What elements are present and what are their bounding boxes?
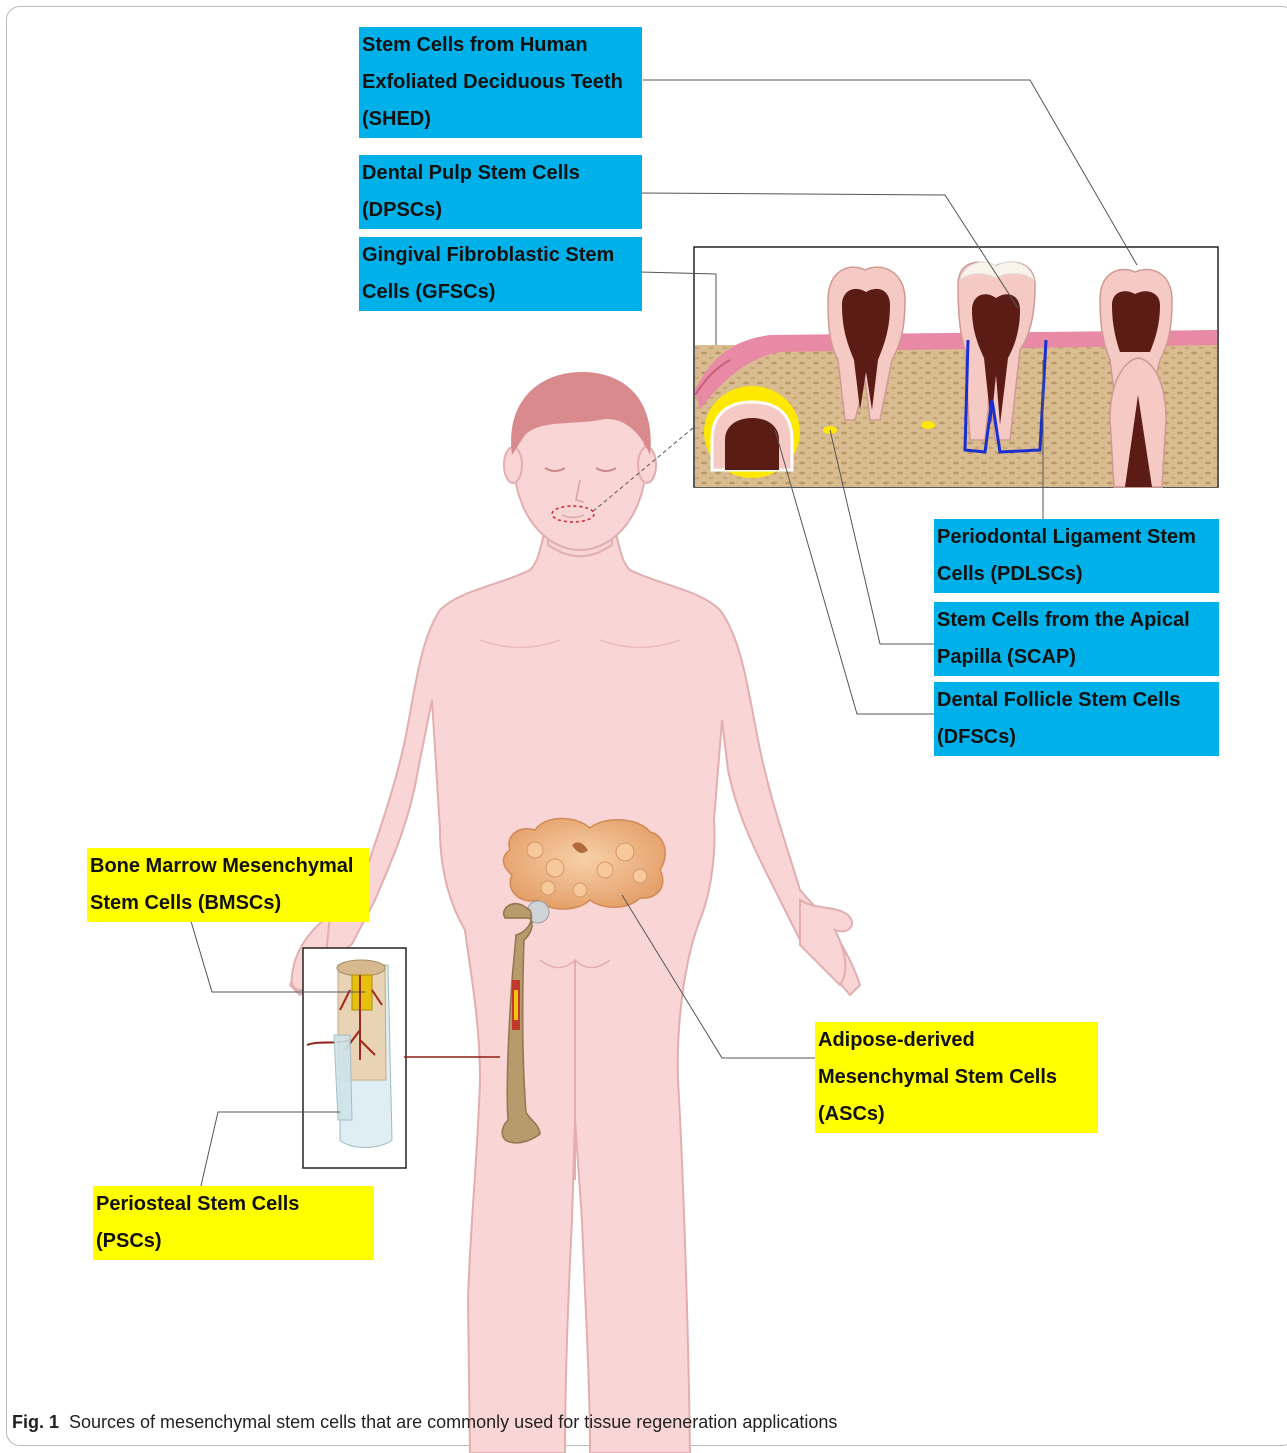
human-body-icon (290, 372, 860, 1453)
label-asc-line-1: Adipose-derived (818, 1022, 1098, 1059)
label-psc-line-1: Periosteal Stem Cells (96, 1186, 374, 1223)
label-gfsc-line-2: Cells (GFSCs) (362, 274, 642, 311)
label-bmsc-line-2: Stem Cells (BMSCs) (90, 885, 369, 922)
label-scap-line-1: Stem Cells from the Apical (937, 602, 1219, 639)
label-psc-line-2: (PSCs) (96, 1223, 374, 1260)
label-shed-line-1: Stem Cells from Human (362, 27, 642, 64)
figure-number: Fig. 1 (12, 1412, 59, 1432)
label-asc: Adipose-derived Mesenchymal Stem Cells (… (815, 1022, 1098, 1133)
label-shed-line-3: (SHED) (362, 101, 642, 138)
label-pdlsc-line-1: Periodontal Ligament Stem (937, 519, 1219, 556)
label-pdlsc-line-2: Cells (PDLSCs) (937, 556, 1219, 593)
label-dpsc: Dental Pulp Stem Cells (DPSCs) (359, 155, 642, 229)
label-psc: Periosteal Stem Cells (PSCs) (93, 1186, 374, 1260)
label-shed-line-2: Exfoliated Deciduous Teeth (362, 64, 642, 101)
label-gfsc-line-1: Gingival Fibroblastic Stem (362, 237, 642, 274)
label-dpsc-line-1: Dental Pulp Stem Cells (362, 155, 642, 192)
label-shed: Stem Cells from Human Exfoliated Deciduo… (359, 27, 642, 138)
label-bmsc: Bone Marrow Mesenchymal Stem Cells (BMSC… (87, 848, 369, 922)
label-asc-line-2: Mesenchymal Stem Cells (818, 1059, 1098, 1096)
adipose-tissue-icon (504, 818, 666, 909)
label-dpsc-line-2: (DPSCs) (362, 192, 642, 229)
label-bmsc-line-1: Bone Marrow Mesenchymal (90, 848, 369, 885)
label-asc-line-3: (ASCs) (818, 1096, 1098, 1133)
label-dfsc-line-2: (DFSCs) (937, 719, 1219, 756)
label-gfsc: Gingival Fibroblastic Stem Cells (GFSCs) (359, 237, 642, 311)
label-dfsc: Dental Follicle Stem Cells (DFSCs) (934, 682, 1219, 756)
label-scap-line-2: Papilla (SCAP) (937, 639, 1219, 676)
label-pdlsc: Periodontal Ligament Stem Cells (PDLSCs) (934, 519, 1219, 593)
label-scap: Stem Cells from the Apical Papilla (SCAP… (934, 602, 1219, 676)
figure-caption: Fig. 1 Sources of mesenchymal stem cells … (12, 1412, 837, 1433)
tooth-cross-section-icon (694, 247, 1218, 487)
figure-caption-text: Sources of mesenchymal stem cells that a… (69, 1412, 837, 1432)
label-dfsc-line-1: Dental Follicle Stem Cells (937, 682, 1219, 719)
